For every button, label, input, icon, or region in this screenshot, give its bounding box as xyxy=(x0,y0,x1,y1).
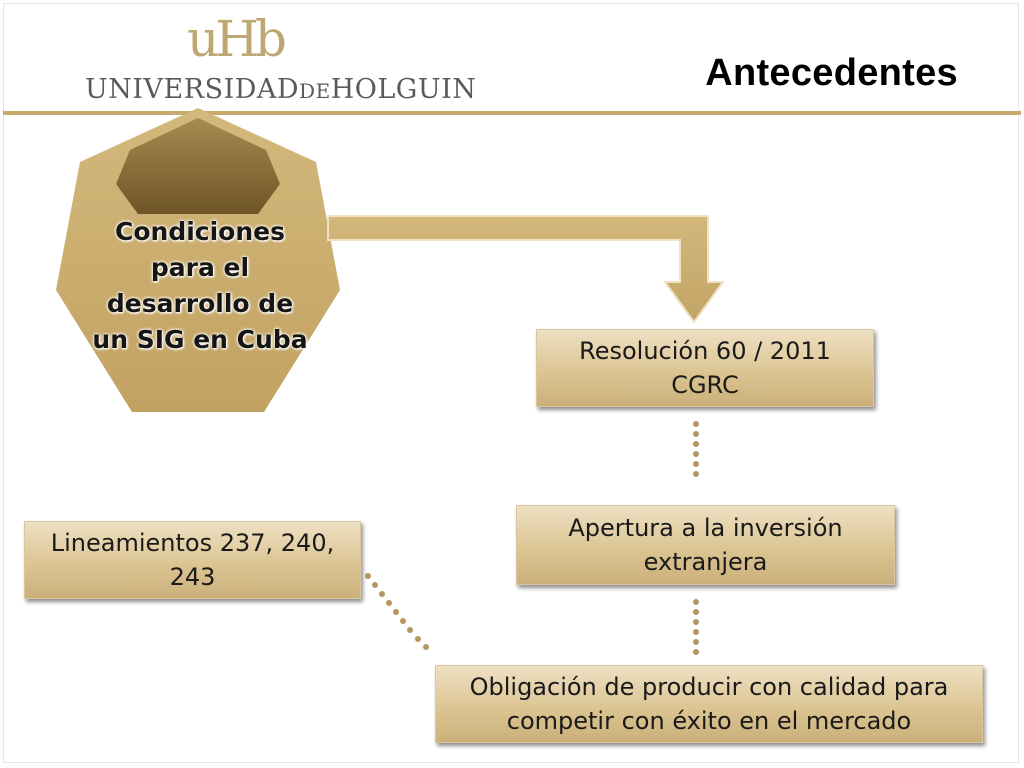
box-lineamientos: Lineamientos 237, 240, 243 xyxy=(24,521,361,599)
logo-monogram: uHb xyxy=(187,10,287,68)
university-logo: uHb UNIVERSIDADDEHOLGUIN xyxy=(85,10,476,108)
header-divider xyxy=(3,111,1021,115)
logo-name-part1: UNIVERSIDAD xyxy=(85,74,300,105)
central-node-label: Condiciones para el desarrollo de un SIG… xyxy=(92,217,308,354)
box-apertura-text: Apertura a la inversión extranjera xyxy=(568,514,843,576)
box-resolucion: Resolución 60 / 2011 CGRC xyxy=(536,329,874,407)
arrow-shape xyxy=(327,215,725,324)
box-apertura: Apertura a la inversión extranjera xyxy=(516,505,895,585)
box-obligacion: Obligación de producir con calidad para … xyxy=(435,665,983,743)
central-heptagon-shape xyxy=(56,108,340,412)
logo-name-part2: DE xyxy=(299,79,331,103)
box-resolucion-text: Resolución 60 / 2011 CGRC xyxy=(579,337,831,399)
box-obligacion-text: Obligación de producir con calidad para … xyxy=(469,673,949,735)
connector-arrow xyxy=(327,215,725,324)
box-lineamientos-text: Lineamientos 237, 240, 243 xyxy=(50,529,335,591)
logo-name-part3: HOLGUIN xyxy=(330,74,477,105)
slide-frame xyxy=(3,3,1019,763)
slide-title: Antecedentes xyxy=(705,52,958,94)
logo-wordmark: UNIVERSIDADDEHOLGUIN xyxy=(85,72,476,108)
heptagon-cap xyxy=(116,118,280,214)
